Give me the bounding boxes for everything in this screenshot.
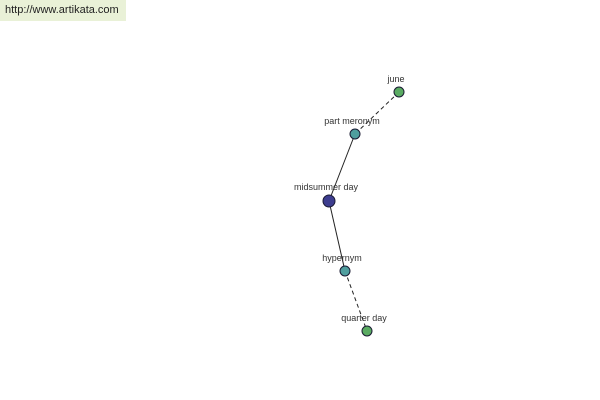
graph-edge-hypernym-quarter-day	[344, 270, 368, 332]
labels-layer: june part meronym midsummer day hypernym qua…	[294, 74, 405, 323]
site-url-label: http://www.artikata.com	[0, 0, 126, 21]
node-label-midsummer-day: midsummer day	[294, 182, 359, 192]
graph-node-midsummer-day[interactable]	[322, 194, 336, 208]
graph-edge-part-meronym-midsummer-day	[328, 133, 356, 202]
graph-edge-june-part-meronym	[354, 91, 400, 135]
node-label-quarter-day: quarter day	[341, 313, 387, 323]
node-label-part-meronym: part meronym	[324, 116, 380, 126]
edges-layer	[328, 91, 400, 332]
node-label-hypernym: hypernym	[322, 253, 362, 263]
graph-edge-midsummer-day-hypernym	[328, 200, 346, 272]
node-label-june: june	[386, 74, 404, 84]
graph-node-june[interactable]	[393, 86, 405, 98]
nodes-layer	[322, 86, 405, 337]
graph-node-quarter-day[interactable]	[361, 325, 373, 337]
graph-node-hypernym[interactable]	[339, 265, 351, 277]
graph-node-part-meronym[interactable]	[349, 128, 361, 140]
